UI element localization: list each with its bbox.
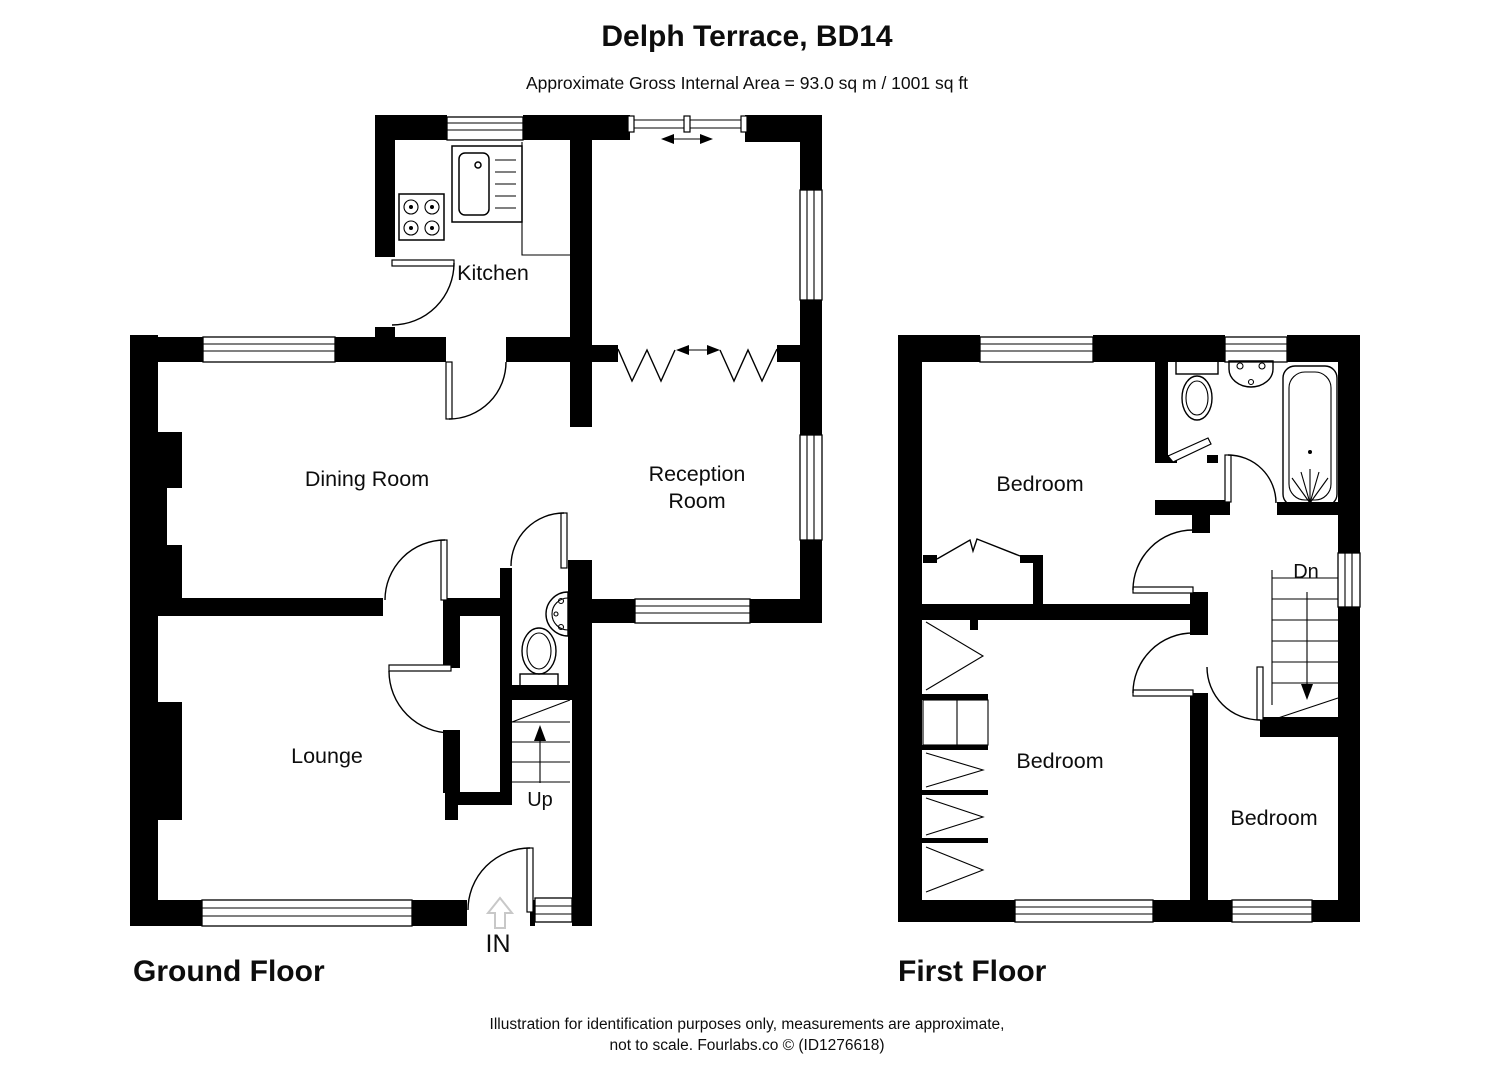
- lounge-label: Lounge: [291, 744, 363, 768]
- wc-toilet: [519, 627, 559, 691]
- bathroom-basin: [1228, 360, 1274, 388]
- reception-room-label: Reception: [649, 462, 746, 486]
- up-arrow-icon: [534, 725, 546, 741]
- footer-line1: Illustration for identification purposes…: [490, 1016, 1005, 1033]
- bathroom-door: [1224, 454, 1277, 504]
- page-title: Delph Terrace, BD14: [601, 20, 893, 53]
- cupboard-door: [1167, 437, 1212, 463]
- ground-stairs: [511, 699, 571, 783]
- front-door: [467, 847, 534, 913]
- bedroom-middle-label: Bedroom: [1016, 749, 1103, 773]
- reception-side-window-2: [799, 434, 823, 541]
- bathtub: [1282, 365, 1338, 512]
- reception-bottom-window: [634, 598, 751, 624]
- entrance-arrow-icon: [485, 896, 515, 929]
- kitchen-label: Kitchen: [457, 261, 529, 285]
- kitchen-sink: [451, 145, 523, 223]
- dining-lounge-door: [384, 539, 448, 601]
- ground-windows: [201, 116, 823, 927]
- dining-window: [202, 336, 336, 363]
- reception-side-window-1: [799, 189, 823, 301]
- bedroom-middle-door: [1132, 632, 1194, 697]
- bedroom-rear-label: Bedroom: [1230, 806, 1317, 830]
- sliding-door: [627, 115, 748, 144]
- first-floor-plan: Bedroom Bedroom Bedroom Dn First Floor: [898, 335, 1361, 988]
- lounge-window: [201, 899, 413, 927]
- wc-basin: [545, 591, 569, 637]
- kitchen-window: [446, 116, 524, 141]
- slide-arrow-icon: [676, 345, 720, 355]
- ground-floor-title: Ground Floor: [133, 955, 325, 988]
- down-arrow-icon: [1301, 684, 1313, 700]
- ground-walls: [130, 115, 822, 926]
- ground-floor-plan: Kitchen Dining Room Reception Room Loung…: [130, 115, 823, 988]
- first-floor-title: First Floor: [898, 955, 1047, 988]
- kitchen-hob: [398, 193, 445, 241]
- wc-door: [510, 512, 568, 569]
- first-stairs: [1271, 570, 1339, 721]
- reception-room-label2: Room: [668, 489, 725, 513]
- first-doors: [936, 437, 1277, 721]
- bathroom-toilet: [1175, 359, 1219, 421]
- bedroom-rear-door: [1206, 666, 1264, 721]
- lounge-hall-door: [388, 664, 452, 734]
- bathroom-window: [1224, 336, 1288, 363]
- ground-doors: [384, 259, 568, 913]
- back-door: [391, 259, 455, 326]
- wardrobe-doors: [936, 538, 1021, 560]
- footer-line2: not to scale. Fourlabs.co © (ID1276618): [609, 1037, 884, 1054]
- slide-arrow-icon: [661, 134, 713, 144]
- up-label: Up: [527, 789, 553, 811]
- bedroom-rear-window: [1231, 899, 1313, 923]
- kitchen-counter: [521, 142, 570, 256]
- stairs-side-window: [1337, 552, 1361, 608]
- bedroom-front-label: Bedroom: [996, 472, 1083, 496]
- bedroom-front-door: [1132, 529, 1194, 594]
- bedroom-middle-window: [1014, 899, 1154, 923]
- bedroom-front-window: [979, 336, 1094, 363]
- bifold-doors: [617, 345, 778, 383]
- dn-label: Dn: [1293, 561, 1319, 583]
- first-windows: [979, 336, 1361, 923]
- closet-fronts: [922, 621, 989, 893]
- kitchen-dining-door: [445, 361, 507, 420]
- dining-room-label: Dining Room: [305, 467, 429, 491]
- entrance-side-window: [534, 897, 573, 923]
- in-label: IN: [486, 930, 511, 958]
- page-subtitle: Approximate Gross Internal Area = 93.0 s…: [526, 73, 968, 93]
- first-walls: [898, 335, 1360, 922]
